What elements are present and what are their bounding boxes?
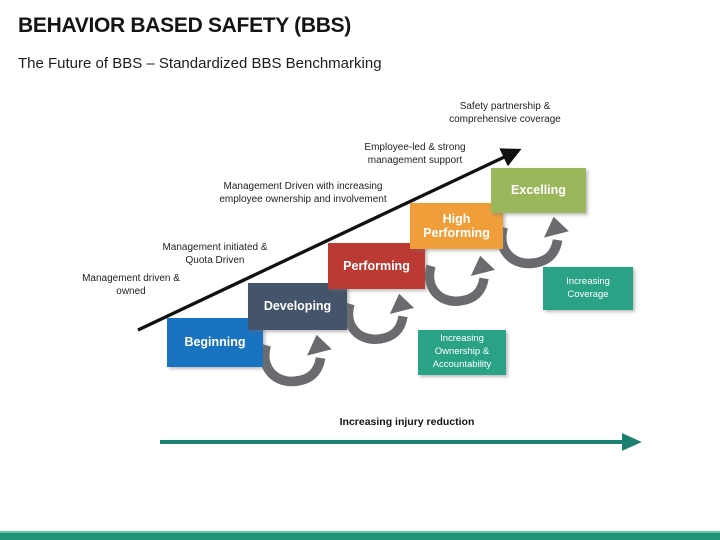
axis-label-management-driven-owned: Management driven & owned [82, 273, 180, 297]
stage-box-beginning: Beginning [167, 318, 263, 367]
stage-box-excelling: Excelling [491, 168, 586, 213]
axis-label-safety-partnership: Safety partnership & comprehensive cover… [449, 101, 561, 125]
stage-box-performing: Performing [328, 243, 425, 289]
axis-label-employee-led: Employee-led & strong management support [364, 142, 466, 166]
info-box-increasing-coverage: Increasing Coverage [543, 267, 633, 310]
bottom-axis-label: Increasing injury reduction [339, 416, 475, 428]
info-box-label: Increasing Ownership & Accountability [432, 333, 492, 370]
page-subtitle: The Future of BBS – Standardized BBS Ben… [18, 55, 382, 72]
info-box-increasing-ownership: Increasing Ownership & Accountability [418, 330, 506, 375]
stage-box-developing: Developing [248, 283, 347, 330]
page-title: BEHAVIOR BASED SAFETY (BBS) [18, 14, 351, 37]
curved-arrow-icon-1 [265, 335, 332, 382]
axis-label-management-initiated: Management initiated & Quota Driven [162, 242, 268, 266]
stage-label: Developing [263, 299, 332, 314]
stage-box-high-performing: High Performing [410, 203, 503, 249]
stage-label: Performing [343, 258, 410, 273]
stage-label: Beginning [184, 335, 246, 350]
curved-arrow-icon-4 [502, 217, 569, 264]
curved-arrow-icon-2 [349, 294, 414, 339]
axis-label-management-driven-increasing: Management Driven with increasing employ… [219, 181, 387, 205]
curved-arrow-icon-3 [430, 256, 495, 301]
info-box-label: Increasing Coverage [566, 275, 610, 300]
footer-accent-bar [0, 531, 720, 540]
stage-label: High Performing [423, 211, 490, 240]
diagonal-growth-arrow-icon [137, 148, 522, 332]
stage-label: Excelling [511, 183, 566, 198]
